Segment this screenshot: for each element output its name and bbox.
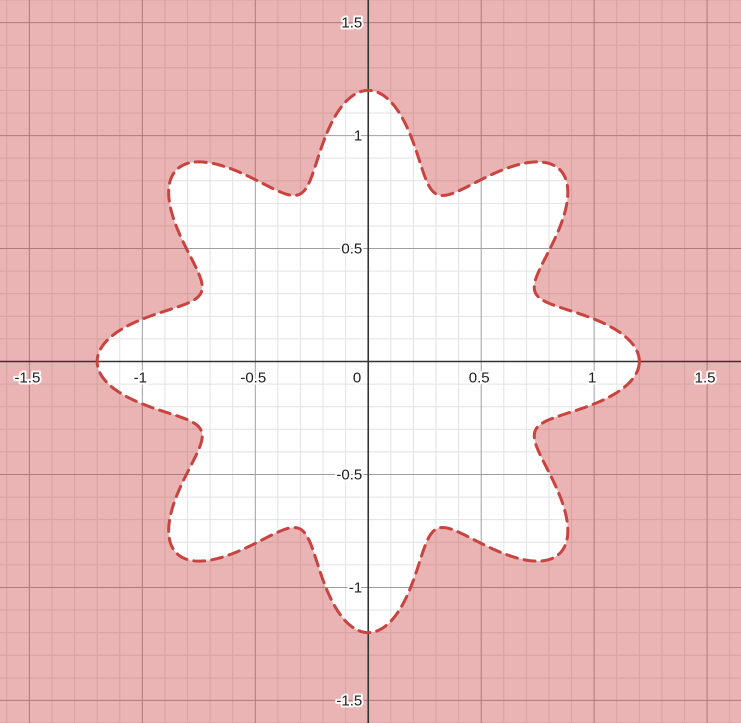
x-tick-label: -1.5: [14, 370, 40, 387]
y-tick-label-halo: -1: [349, 579, 362, 596]
x-tick-label: 1.5: [695, 370, 716, 387]
y-tick-label-halo: 0.5: [341, 241, 362, 258]
x-tick-label: -1: [134, 370, 147, 387]
x-tick-label-halo: -1: [134, 370, 147, 387]
y-tick-label: -1.5: [336, 692, 362, 709]
origin-label: 0: [353, 370, 361, 387]
y-tick-label: -0.5: [336, 466, 362, 483]
x-tick-label-halo: 1.5: [695, 370, 716, 387]
y-tick-label-halo: 1.5: [341, 15, 362, 32]
y-tick-label: 1: [354, 128, 362, 145]
x-tick-label: 0.5: [469, 370, 490, 387]
x-tick-label-halo: 0.5: [469, 370, 490, 387]
x-tick-label-halo: -1.5: [14, 370, 40, 387]
y-tick-label: 1.5: [341, 15, 362, 32]
y-tick-label-halo: 1: [354, 128, 362, 145]
boundary-curve: [95, 88, 641, 635]
y-tick-label: 0.5: [341, 241, 362, 258]
x-tick-label-halo: 1: [588, 370, 596, 387]
origin-label-halo: 0: [353, 370, 361, 387]
y-tick-label-halo: -1.5: [336, 692, 362, 709]
y-tick-label: -1: [349, 579, 362, 596]
x-tick-label: 1: [588, 370, 596, 387]
x-tick-label-halo: -0.5: [240, 370, 266, 387]
x-tick-label: -0.5: [240, 370, 266, 387]
y-tick-label-halo: -0.5: [336, 466, 362, 483]
